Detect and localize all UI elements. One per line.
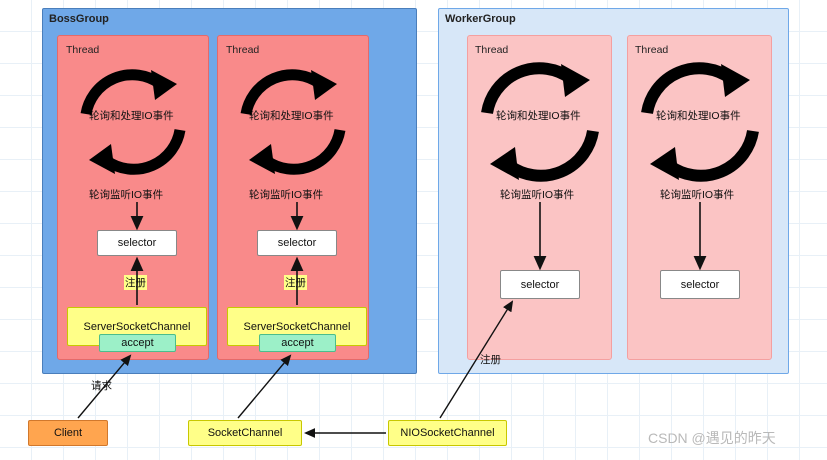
boss-thread-1-loop-text: 轮询和处理IO事件 [89, 110, 174, 122]
boss-thread-1-listen-text: 轮询监听IO事件 [89, 189, 164, 201]
socketchannel-node: SocketChannel [188, 420, 302, 446]
watermark-label: CSDN @遇见的昨天 [648, 430, 776, 446]
worker-thread-2-label: Thread [635, 44, 669, 56]
boss-group-label: BossGroup [49, 13, 109, 25]
boss-thread-2-loop-text: 轮询和处理IO事件 [249, 110, 334, 122]
worker-group-label: WorkerGroup [445, 13, 516, 25]
boss-thread-2-accept: accept [259, 334, 336, 352]
worker-thread-1-loop-text: 轮询和处理IO事件 [496, 110, 581, 122]
boss-thread-2-listen-text: 轮询监听IO事件 [249, 189, 324, 201]
boss-thread-2-label: Thread [226, 44, 260, 56]
worker-thread-1-listen-text: 轮询监听IO事件 [500, 189, 575, 201]
boss-thread-1-accept: accept [99, 334, 176, 352]
worker-thread-1-selector: selector [500, 270, 580, 299]
worker-thread-1-label: Thread [475, 44, 509, 56]
niosocketchannel-node: NIOSocketChannel [388, 420, 507, 446]
boss-thread-1-label: Thread [66, 44, 100, 56]
boss-thread-2-selector: selector [257, 230, 337, 256]
worker-thread-2-loop-text: 轮询和处理IO事件 [656, 110, 741, 122]
worker-thread-2-listen-text: 轮询监听IO事件 [660, 189, 735, 201]
worker-thread-2-selector: selector [660, 270, 740, 299]
request-label: 请求 [91, 380, 112, 392]
boss-thread-1-register-label: 注册 [124, 275, 147, 290]
boss-thread-1-selector: selector [97, 230, 177, 256]
worker-group-register-label: 注册 [480, 354, 501, 366]
client-node: Client [28, 420, 108, 446]
boss-thread-2-register-label: 注册 [284, 275, 307, 290]
